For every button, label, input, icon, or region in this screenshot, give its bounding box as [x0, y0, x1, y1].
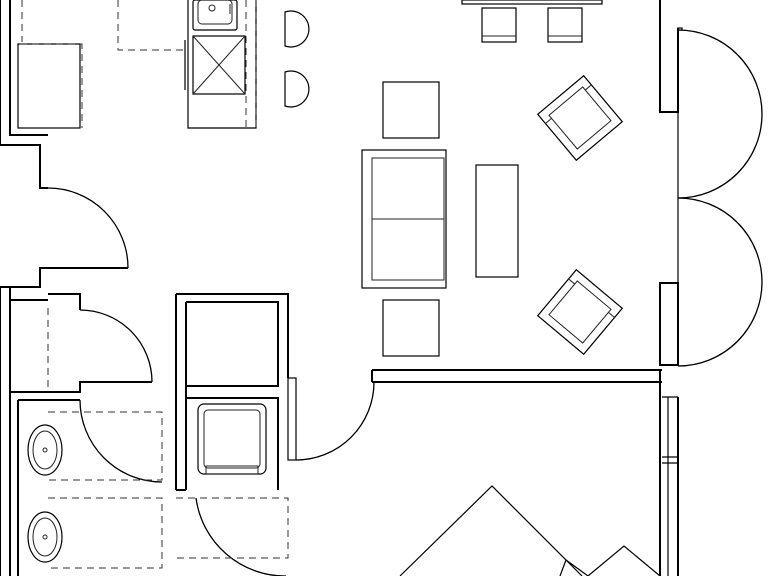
- living-room: [361, 74, 624, 357]
- laundry-door-leaf: [287, 377, 297, 461]
- bath: [27, 308, 163, 569]
- chair-icon: [547, 7, 583, 43]
- laundry-counter-outline: [176, 497, 289, 559]
- bedroom: [399, 485, 661, 576]
- counter-outline: [117, 0, 186, 51]
- sink-icon: [192, 0, 238, 31]
- west-wall-upper: [0, 0, 48, 189]
- east-wall-top: [659, 0, 679, 113]
- closet-door-swing: [79, 309, 153, 383]
- dining: [461, 0, 603, 43]
- west-wall-upper-inner: [9, 0, 48, 136]
- kitchen: [17, 0, 310, 129]
- french-door-lower-swing: [677, 197, 763, 367]
- east-wall-mid: [659, 282, 679, 366]
- end-table-icon: [382, 299, 440, 357]
- end-table-icon: [382, 81, 440, 139]
- vanity-outline-upper: [48, 411, 163, 481]
- bedroom-window: [662, 396, 678, 576]
- armchair-icon: [536, 74, 624, 162]
- bath-top-wall: [10, 381, 152, 393]
- bar-stool-icon: [284, 10, 310, 48]
- entry-door-swing: [47, 187, 129, 269]
- lavatory-sink-icon: [27, 511, 63, 563]
- walls: [0, 0, 679, 576]
- dryer-icon: [197, 403, 267, 475]
- lavatory-sink-icon: [27, 424, 63, 476]
- laundry-top-wall: [176, 293, 289, 378]
- bar-stool-icon: [284, 70, 310, 108]
- closet-wall: [9, 287, 48, 301]
- bed-icon: [399, 485, 661, 576]
- doors: [47, 27, 763, 576]
- dining-table-edge: [461, 0, 603, 5]
- bedroom-door-swing: [195, 497, 286, 576]
- laundry: [176, 403, 289, 559]
- sofa-icon: [361, 149, 447, 289]
- french-door-leaf-top: [677, 27, 683, 31]
- coffee-table-icon: [475, 164, 519, 278]
- french-door-upper-swing: [677, 29, 763, 199]
- closet-partition: [48, 293, 81, 310]
- vanity-outline-lower: [48, 497, 163, 569]
- dryer-cabinet: [186, 301, 279, 387]
- chair-icon: [481, 7, 517, 43]
- upper-cabinet-outline: [20, 43, 83, 128]
- armchair-icon: [536, 268, 624, 356]
- corridor-wall: [0, 267, 128, 288]
- laundry-door-swing: [295, 381, 375, 461]
- washer-cabinet-wall: [186, 397, 279, 490]
- fridge: [17, 43, 81, 129]
- range-icon: [192, 35, 246, 95]
